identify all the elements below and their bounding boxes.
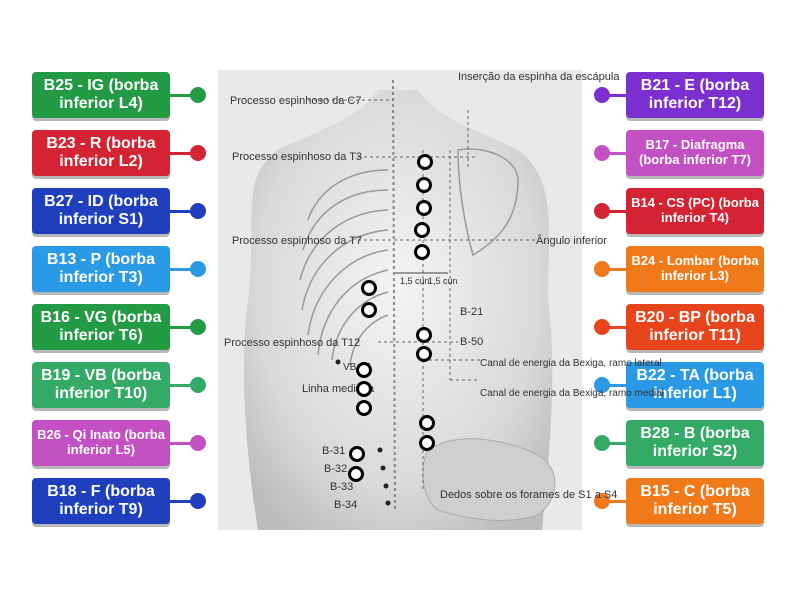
left-draggable-label[interactable]: B26 - Qi Inato (borba inferior L5) [32, 420, 170, 466]
right-label-knob[interactable] [594, 493, 610, 509]
left-label-knob[interactable] [190, 435, 206, 451]
label-canal-lateral: Canal de energia da Bexiga, ramo lateral [480, 358, 662, 369]
left-draggable-label[interactable]: B13 - P (borba inferior T3) [32, 246, 170, 292]
drop-target[interactable] [416, 327, 432, 343]
left-draggable-label[interactable]: B23 - R (borba inferior L2) [32, 130, 170, 176]
left-label-knob[interactable] [190, 145, 206, 161]
torso-silhouette [243, 90, 553, 530]
drop-target[interactable] [414, 222, 430, 238]
label-c7: Processo espinhoso da C7 [230, 95, 361, 107]
label-b21: B-21 [460, 306, 483, 318]
label-b34: B-34 [334, 499, 357, 511]
left-label-connector [170, 500, 192, 503]
label-t7: Processo espinhoso da T7 [232, 235, 362, 247]
hand-silhouette [422, 438, 556, 521]
left-label-knob[interactable] [190, 87, 206, 103]
left-label-connector [170, 94, 192, 97]
drop-target[interactable] [414, 244, 430, 260]
back-diagram-image: Processo espinhoso da C7 Processo espinh… [218, 70, 664, 530]
drop-target[interactable] [419, 435, 435, 451]
label-b33: B-33 [330, 481, 353, 493]
label-cun-2: 1,5 cun [428, 276, 458, 286]
right-label-knob[interactable] [594, 145, 610, 161]
left-draggable-label[interactable]: B18 - F (borba inferior T9) [32, 478, 170, 524]
right-label-connector [604, 442, 626, 445]
right-label-connector [604, 94, 626, 97]
drop-target[interactable] [356, 400, 372, 416]
label-b31: B-31 [322, 445, 345, 457]
left-label-connector [170, 152, 192, 155]
right-label-connector [604, 210, 626, 213]
label-dedos: Dedos sobre os forames de S1 a S4 [440, 489, 617, 501]
label-cun-1: 1,5 cun [400, 276, 430, 286]
drop-target[interactable] [356, 381, 372, 397]
drop-target[interactable] [356, 362, 372, 378]
drop-target[interactable] [416, 346, 432, 362]
left-label-connector [170, 210, 192, 213]
right-label-connector [604, 326, 626, 329]
drop-target[interactable] [417, 154, 433, 170]
left-label-connector [170, 268, 192, 271]
left-draggable-label[interactable]: B25 - IG (borba inferior L4) [32, 72, 170, 118]
left-draggable-label[interactable]: B19 - VB (borba inferior T10) [32, 362, 170, 408]
label-t12: Processo espinhoso da T12 [224, 337, 360, 349]
right-label-knob[interactable] [594, 435, 610, 451]
right-draggable-label[interactable]: B28 - B (borba inferior S2) [626, 420, 764, 466]
right-draggable-label[interactable]: B20 - BP (borba inferior T11) [626, 304, 764, 350]
label-canal-medial: Canal de energia da Bexiga, ramo medial [480, 388, 664, 399]
drop-target[interactable] [419, 415, 435, 431]
right-label-knob[interactable] [594, 87, 610, 103]
left-label-knob[interactable] [190, 493, 206, 509]
left-draggable-label[interactable]: B27 - ID (borba inferior S1) [32, 188, 170, 234]
drop-target[interactable] [348, 466, 364, 482]
left-label-connector [170, 384, 192, 387]
scapula [457, 148, 519, 257]
label-b32: B-32 [324, 463, 347, 475]
label-angulo: Ângulo inferior [536, 234, 607, 247]
left-label-knob[interactable] [190, 261, 206, 277]
label-b50: B-50 [460, 336, 483, 348]
right-label-knob[interactable] [594, 261, 610, 277]
right-label-connector [604, 268, 626, 271]
right-label-knob[interactable] [594, 319, 610, 335]
drop-target[interactable] [361, 302, 377, 318]
right-draggable-label[interactable]: B15 - C (borba inferior T5) [626, 478, 764, 524]
drop-target[interactable] [416, 177, 432, 193]
left-label-knob[interactable] [190, 203, 206, 219]
left-label-connector [170, 442, 192, 445]
right-label-knob[interactable] [594, 203, 610, 219]
right-draggable-label[interactable]: B14 - CS (PC) (borba inferior T4) [626, 188, 764, 234]
ribs [299, 169, 389, 366]
right-draggable-label[interactable]: B22 - TA (borba inferior L1) [626, 362, 764, 408]
right-draggable-label[interactable]: B17 - Diafragma (borba inferior T7) [626, 130, 764, 176]
drop-target[interactable] [416, 200, 432, 216]
left-label-connector [170, 326, 192, 329]
right-label-connector [604, 500, 626, 503]
drop-target[interactable] [349, 446, 365, 462]
left-label-knob[interactable] [190, 319, 206, 335]
label-t3: Processo espinhoso da T3 [232, 151, 362, 163]
right-label-connector [604, 384, 626, 387]
label-insercao: Inserção da espinha da escápula [458, 71, 620, 83]
left-label-knob[interactable] [190, 377, 206, 393]
right-draggable-label[interactable]: B24 - Lombar (borba inferior L3) [626, 246, 764, 292]
right-label-connector [604, 152, 626, 155]
right-label-knob[interactable] [594, 377, 610, 393]
drop-target[interactable] [361, 280, 377, 296]
left-draggable-label[interactable]: B16 - VG (borba inferior T6) [32, 304, 170, 350]
right-draggable-label[interactable]: B21 - E (borba inferior T12) [626, 72, 764, 118]
